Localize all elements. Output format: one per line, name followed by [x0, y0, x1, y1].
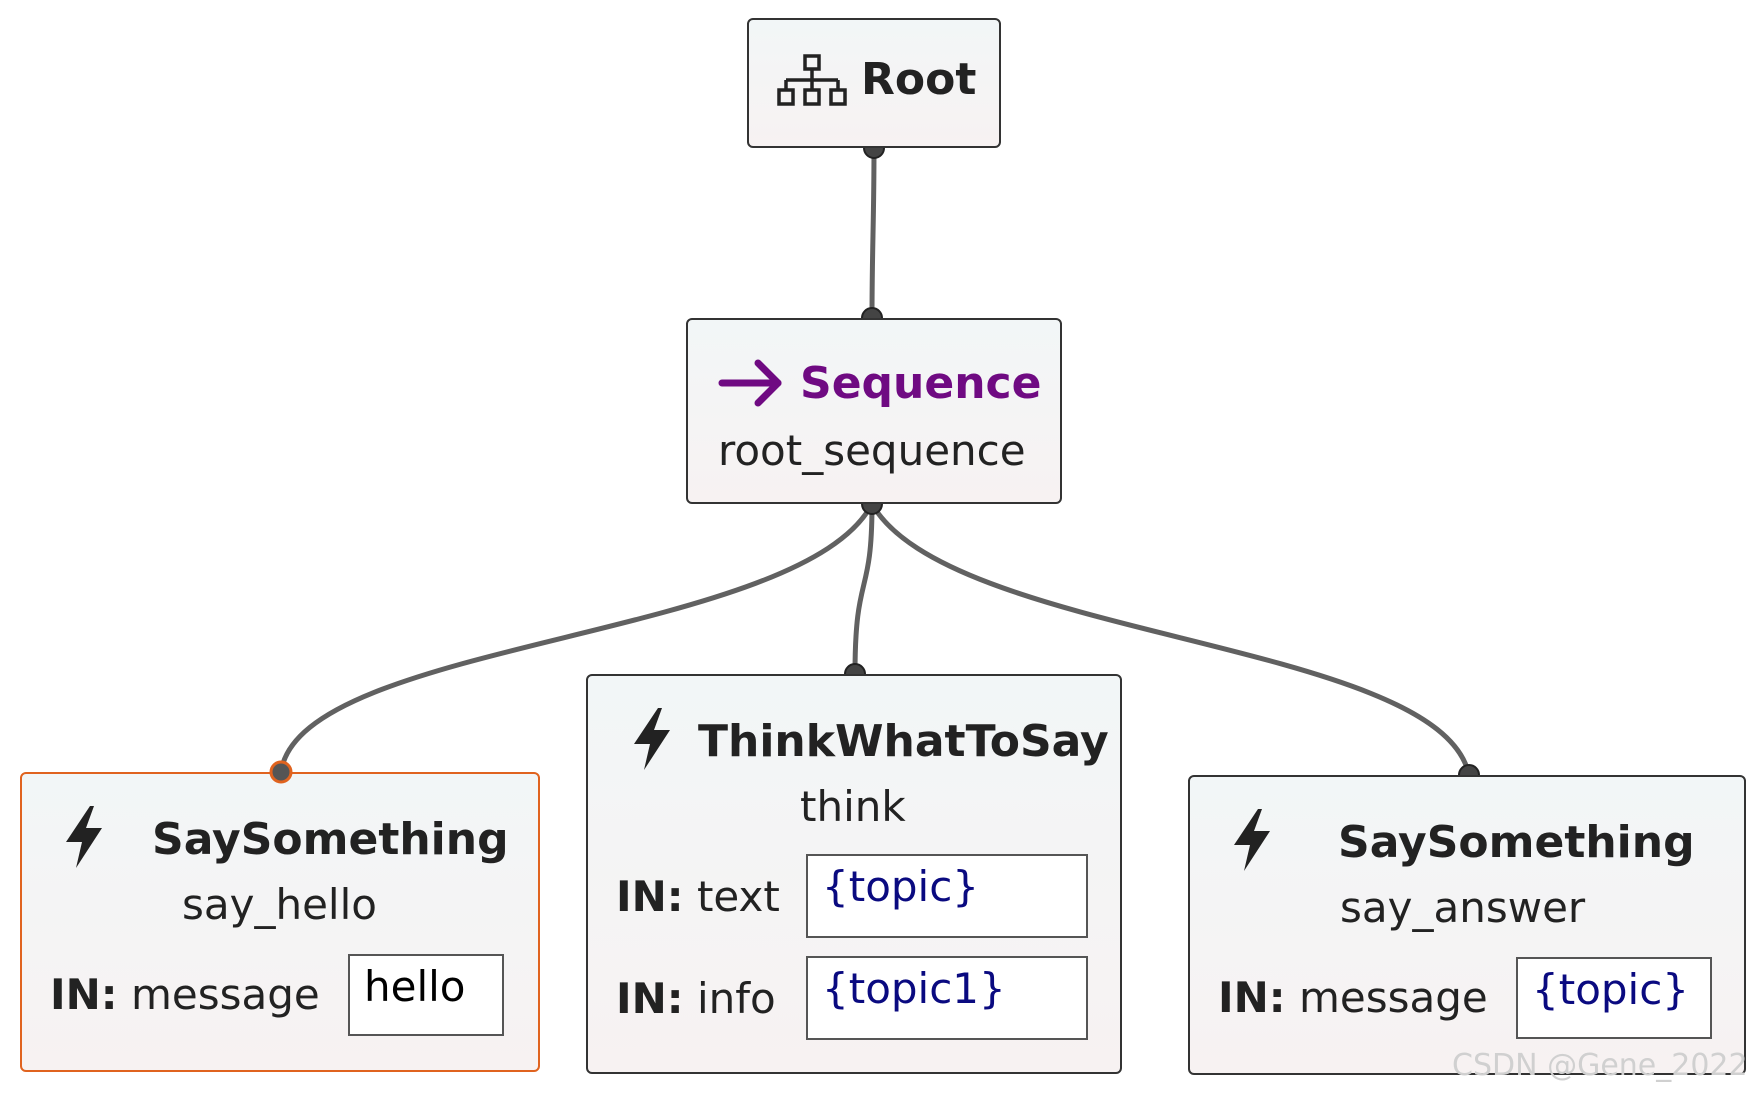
port-value-text[interactable]: {topic}: [806, 854, 1088, 938]
say-answer-title: SaySomething: [1338, 817, 1695, 868]
think-node[interactable]: ThinkWhatToSay think IN: text {topic} IN…: [586, 674, 1122, 1074]
edge-root-sequence: [869, 147, 877, 319]
say-answer-name: say_answer: [1340, 883, 1586, 932]
sequence-node[interactable]: Sequence root_sequence: [686, 318, 1062, 504]
say-answer-node[interactable]: SaySomething say_answer IN: message {top…: [1188, 775, 1746, 1075]
think-name: think: [800, 782, 906, 831]
port-value-message[interactable]: hello: [348, 954, 504, 1036]
arrow-right-icon: [718, 359, 782, 407]
lightning-icon: [66, 806, 102, 868]
sequence-name: root_sequence: [718, 426, 1026, 475]
root-node[interactable]: Root: [747, 18, 1001, 148]
edge-sequence-think: [852, 503, 875, 675]
port-label-message: IN: message: [50, 970, 320, 1019]
lightning-icon: [1234, 809, 1270, 871]
sequence-title: Sequence: [800, 358, 1042, 409]
tree-icon: [777, 54, 847, 106]
watermark: CSDN @Gene_2022: [1452, 1048, 1748, 1083]
port-value-message[interactable]: {topic}: [1516, 957, 1712, 1039]
port-label-text: IN: text: [616, 872, 780, 921]
edge-sequence-say-hello: [278, 502, 875, 773]
root-title: Root: [861, 54, 977, 105]
say-hello-node[interactable]: SaySomething say_hello IN: message hello: [20, 772, 540, 1072]
port-label-info: IN: info: [616, 974, 776, 1023]
say-hello-title: SaySomething: [152, 814, 509, 865]
port-label-message: IN: message: [1218, 973, 1488, 1022]
say-hello-name: say_hello: [182, 880, 377, 929]
think-title: ThinkWhatToSay: [698, 716, 1109, 767]
edge-sequence-say-answer: [869, 502, 1472, 776]
port-value-info[interactable]: {topic1}: [806, 956, 1088, 1040]
lightning-icon: [634, 708, 670, 770]
